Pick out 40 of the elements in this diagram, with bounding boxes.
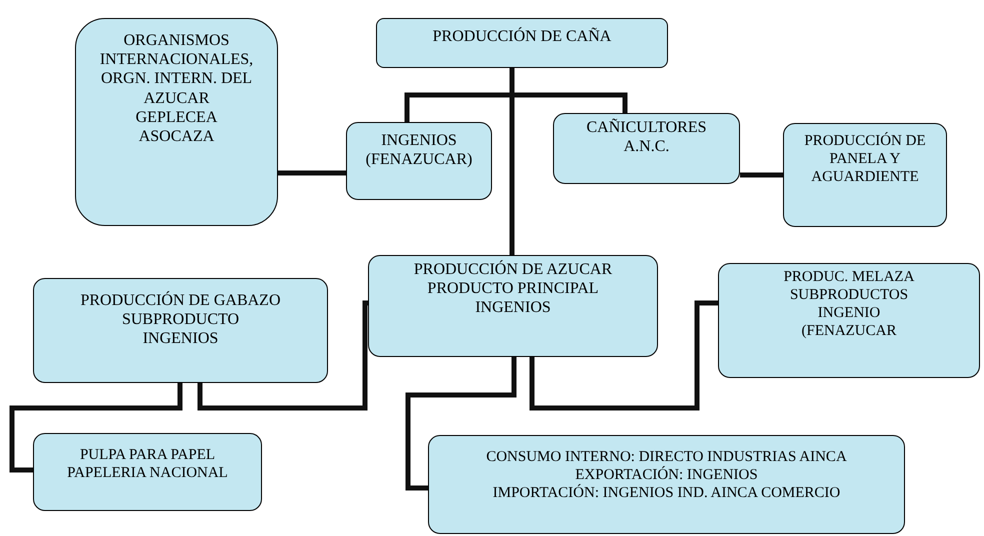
box-text: PULPA PARA PAPEL (80, 446, 216, 464)
connector-line (10, 383, 182, 472)
process-box (718, 263, 980, 378)
box-text: (FENAZUCAR) (366, 150, 472, 170)
process-box (33, 278, 328, 383)
box-text: PRODUCCIÓN DE AZUCAR (414, 260, 612, 280)
box-text: CONSUMO INTERNO: DIRECTO INDUSTRIAS AINCA (486, 448, 847, 466)
box-text: IMPORTACIÓN: INGENIOS IND. AINCA COMERCIO (492, 484, 840, 502)
box-text: PRODUCCIÓN DE GABAZO (80, 291, 280, 310)
box-text: INGENIOS (381, 131, 457, 150)
box-text: PRODUCCIÓN DE CAÑA (432, 27, 612, 46)
box-text: GEPLECEA (136, 108, 218, 127)
box-text: INGENIOS (142, 329, 218, 349)
box-text: CAÑICULTORES (586, 118, 707, 138)
box-text: SUBPRODUCTOS (790, 286, 908, 304)
box-text: PRODUC. MELAZA (784, 268, 914, 286)
box-text: (FENAZUCAR (801, 322, 896, 340)
box-text: EXPORTACIÓN: INGENIOS (575, 466, 758, 484)
box-text: SUBPRODUCTO (122, 310, 240, 330)
box-text: ORGANISMOS INTERNACIONALES, ORGN. INTERN. DEL AZUCAR (98, 31, 254, 108)
process-box (553, 113, 740, 184)
process-box (346, 122, 492, 200)
connector-line (530, 300, 718, 410)
box-text: PRODUCTO PRINCIPAL (427, 279, 599, 298)
process-box (376, 18, 668, 68)
box-text: PAPELERIA NACIONAL (67, 464, 228, 482)
box-text: ASOCAZA (138, 126, 214, 146)
process-box (783, 123, 947, 227)
process-box (368, 255, 658, 357)
box-text: PRODUCCIÓN DE PANELA Y AGUARDIENTE (803, 132, 927, 186)
connector-line (406, 357, 516, 490)
box-text: INGENIOS (475, 298, 551, 318)
connector-line (198, 300, 368, 410)
box-text: INGENIO (818, 304, 880, 322)
process-box (75, 18, 278, 226)
process-box (33, 433, 262, 511)
connector-line (740, 172, 783, 178)
process-box (428, 435, 905, 534)
box-text: A.N.C. (624, 137, 670, 156)
connector-line (278, 170, 346, 176)
